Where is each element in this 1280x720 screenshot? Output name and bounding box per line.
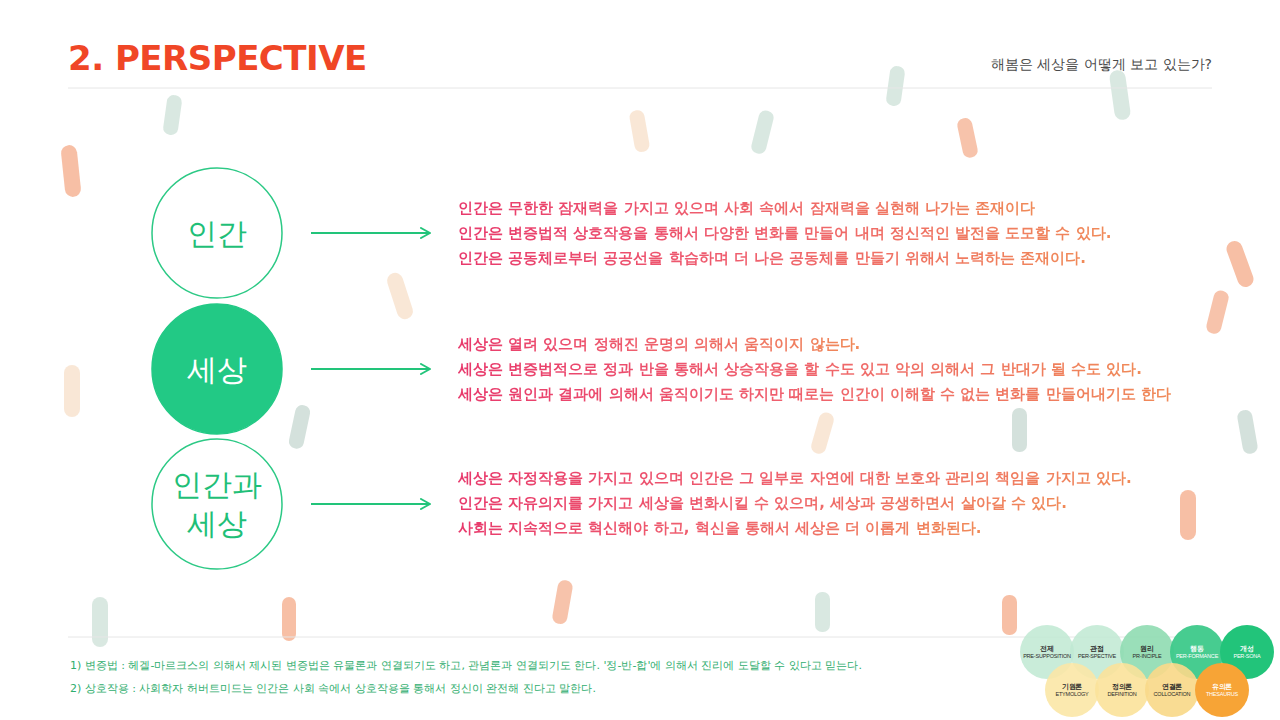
circle-outline: [1195, 663, 1249, 717]
nav-sublabel: DEFINITION: [1107, 691, 1136, 698]
statement-line: 인간은 무한한 잠재력을 가지고 있으며 사회 속에서 잠재력을 실현해 나가는…: [458, 196, 1035, 221]
pill: [1002, 595, 1017, 635]
decorative-pills: [60, 65, 1258, 647]
pill: [885, 65, 905, 107]
arrow-connector: [311, 503, 430, 505]
subtitle: 해봄은 세상을 어떻게 보고 있는가?: [991, 56, 1212, 74]
pill: [1180, 490, 1196, 540]
footnote-wrap: 1) 변증법 : 헤겔-마르크스의 의해서 제시된 변증법은 유물론과 연결되기…: [70, 658, 862, 673]
pill: [1012, 408, 1027, 452]
statement-line: 인간은 자유의지를 가지고 세상을 변화시킬 수 있으며, 세상과 공생하면서 …: [458, 491, 1067, 516]
pill: [64, 365, 80, 417]
pill: [92, 597, 108, 647]
circle-outline: [1145, 663, 1199, 717]
pill: [385, 271, 415, 322]
topic-label: 세상: [187, 350, 247, 389]
circle-shape: [1195, 663, 1249, 717]
footnote-wrap: 2) 상호작용 : 사회학자 허버트미드는 인간은 사회 속에서 상호작용을 통…: [70, 681, 596, 696]
subtitle-wrap: 해봄은 세상을 어떻게 보고 있는가?: [991, 56, 1212, 74]
nav-sublabel: ETYMOLOGY: [1055, 691, 1088, 698]
nav-label: 유의론: [1212, 683, 1233, 691]
pill: [750, 109, 775, 155]
topic-label: 인간과 세상: [167, 465, 267, 543]
footnote: 2) 상호작용 : 사회학자 허버트미드는 인간은 사회 속에서 상호작용을 통…: [70, 681, 596, 696]
pill: [162, 94, 182, 136]
nav-sublabel: PR-INCIPLE: [1133, 653, 1162, 660]
circle-shape: [1045, 663, 1099, 717]
nav-label: 정의론: [1112, 683, 1133, 691]
statement-line: 사회는 지속적으로 혁신해야 하고, 혁신을 통해서 세상은 더 이롭게 변화된…: [458, 516, 981, 541]
pill: [1236, 409, 1258, 455]
topic-label: 인간: [187, 214, 247, 253]
nav-sublabel: PER-SPECTIVE: [1078, 653, 1116, 660]
circle-shape: [1145, 663, 1199, 717]
circle-outline: [1095, 663, 1149, 717]
statement-block: 세상은 자정작용을 가지고 있으며 인간은 그 일부로 자연에 대한 보호와 관…: [432, 464, 1140, 543]
nav-label: 기원론: [1062, 683, 1083, 691]
nav-sublabel: THESAURUS: [1206, 691, 1238, 698]
pill: [288, 404, 312, 450]
pill: [956, 117, 979, 159]
nav-circle: 유의론THESAURUS: [1195, 663, 1249, 717]
statement-line: 세상은 원인과 결과에 의해서 움직이기도 하지만 때로는 인간이 이해할 수 …: [458, 382, 1171, 407]
pill: [815, 592, 830, 632]
circle-shape: [1095, 663, 1149, 717]
footnote: 1) 변증법 : 헤겔-마르크스의 의해서 제시된 변증법은 유물론과 연결되기…: [70, 658, 862, 673]
header-rule: [68, 88, 1212, 89]
pill: [282, 597, 296, 641]
nav-label: 연결론: [1162, 683, 1183, 691]
circle-shape: [152, 168, 282, 298]
pill: [551, 579, 573, 625]
statement-line: 세상은 열려 있으며 정해진 운명의 의해서 움직이지 않는다.: [458, 332, 860, 357]
circle-outline: [1045, 663, 1099, 717]
circle-shape: [152, 439, 282, 569]
pill: [1109, 69, 1132, 121]
nav-sublabel: PRE-SUPPOSITION: [1023, 653, 1071, 660]
pill: [1205, 289, 1230, 335]
nav-circle: 연결론COLLOCATION: [1145, 663, 1199, 717]
topic-circle: 세상: [151, 303, 283, 435]
statement-line: 세상은 변증법적으로 정과 반을 통해서 상승작용을 할 수도 있고 악의 의해…: [458, 357, 1142, 382]
pill: [1224, 239, 1255, 290]
nav-label: 원리: [1140, 645, 1154, 653]
circle-shape: [152, 304, 282, 434]
page-title: 2. PERSPECTIVE: [68, 38, 367, 78]
nav-circle: 기원론ETYMOLOGY: [1045, 663, 1099, 717]
statement-line: 세상은 자정작용을 가지고 있으며 인간은 그 일부로 자연에 대한 보호와 관…: [458, 466, 1132, 491]
nav-label: 관점: [1090, 645, 1104, 653]
nav-label: 개성: [1240, 645, 1254, 653]
circle-outline: [151, 438, 283, 570]
statement-block: 세상은 열려 있으며 정해진 운명의 의해서 움직이지 않는다.세상은 변증법적…: [432, 330, 1179, 409]
pill: [809, 411, 835, 456]
nav-label: 행동: [1190, 645, 1204, 653]
nav-sublabel: PER-FORMANCE: [1176, 653, 1218, 660]
arrow-connector: [311, 232, 430, 234]
nav-circle: 정의론DEFINITION: [1095, 663, 1149, 717]
nav-sublabel: COLLOCATION: [1154, 691, 1191, 698]
statement-line: 인간은 공동체로부터 공공선을 학습하며 더 나은 공동체를 만들기 위해서 노…: [458, 246, 1086, 271]
statement-block: 인간은 무한한 잠재력을 가지고 있으며 사회 속에서 잠재력을 실현해 나가는…: [432, 194, 1120, 273]
statement-line: 인간은 변증법적 상호작용을 통해서 다양한 변화를 만들어 내며 정신적인 발…: [458, 221, 1111, 246]
nav-sublabel: PER-SONA: [1233, 653, 1260, 660]
title-wrap: 2. PERSPECTIVE: [68, 38, 367, 78]
pill: [628, 109, 650, 153]
arrow-connector: [311, 368, 430, 370]
nav-label: 전제: [1040, 645, 1054, 653]
topic-circle: 인간: [151, 167, 283, 299]
pill: [60, 144, 81, 197]
topic-circle: 인간과 세상: [151, 438, 283, 570]
